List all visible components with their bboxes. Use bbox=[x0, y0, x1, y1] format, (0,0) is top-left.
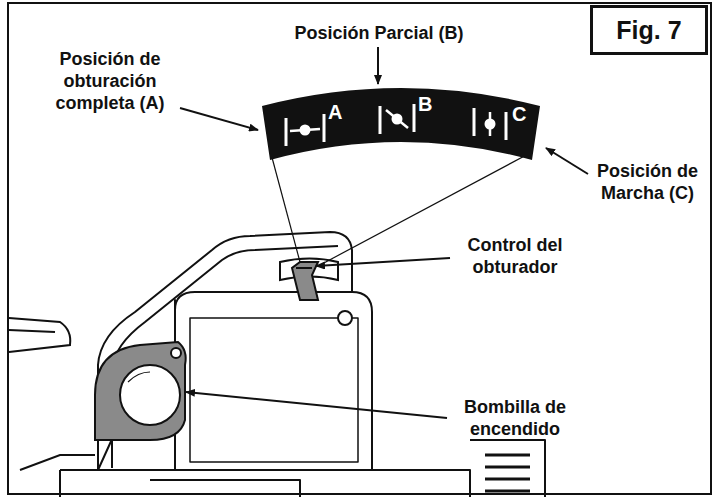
position-label: Posición Parcial (B) bbox=[248, 22, 510, 44]
position-label: Posición de Marcha (C) bbox=[585, 160, 710, 204]
choke-position-decal: A B C bbox=[262, 82, 540, 162]
position-letter: C bbox=[512, 104, 526, 124]
primer-bulb bbox=[95, 342, 186, 440]
choke-symbol bbox=[286, 104, 506, 146]
engine-housing bbox=[60, 232, 545, 497]
part-label: Bombilla de encendido bbox=[455, 396, 575, 440]
position-letter: B bbox=[418, 94, 432, 114]
position-letter: A bbox=[328, 102, 342, 122]
figure-number-box: Fig. 7 bbox=[590, 5, 708, 55]
pipe bbox=[9, 318, 95, 470]
callout-arrow bbox=[180, 47, 588, 418]
figure-frame bbox=[8, 3, 711, 494]
part-label: Control del obturador bbox=[455, 234, 575, 278]
decal-shape bbox=[262, 82, 540, 162]
position-label: Posición de obturación completa (A) bbox=[35, 48, 185, 114]
figure-number: Fig. 7 bbox=[616, 16, 681, 45]
